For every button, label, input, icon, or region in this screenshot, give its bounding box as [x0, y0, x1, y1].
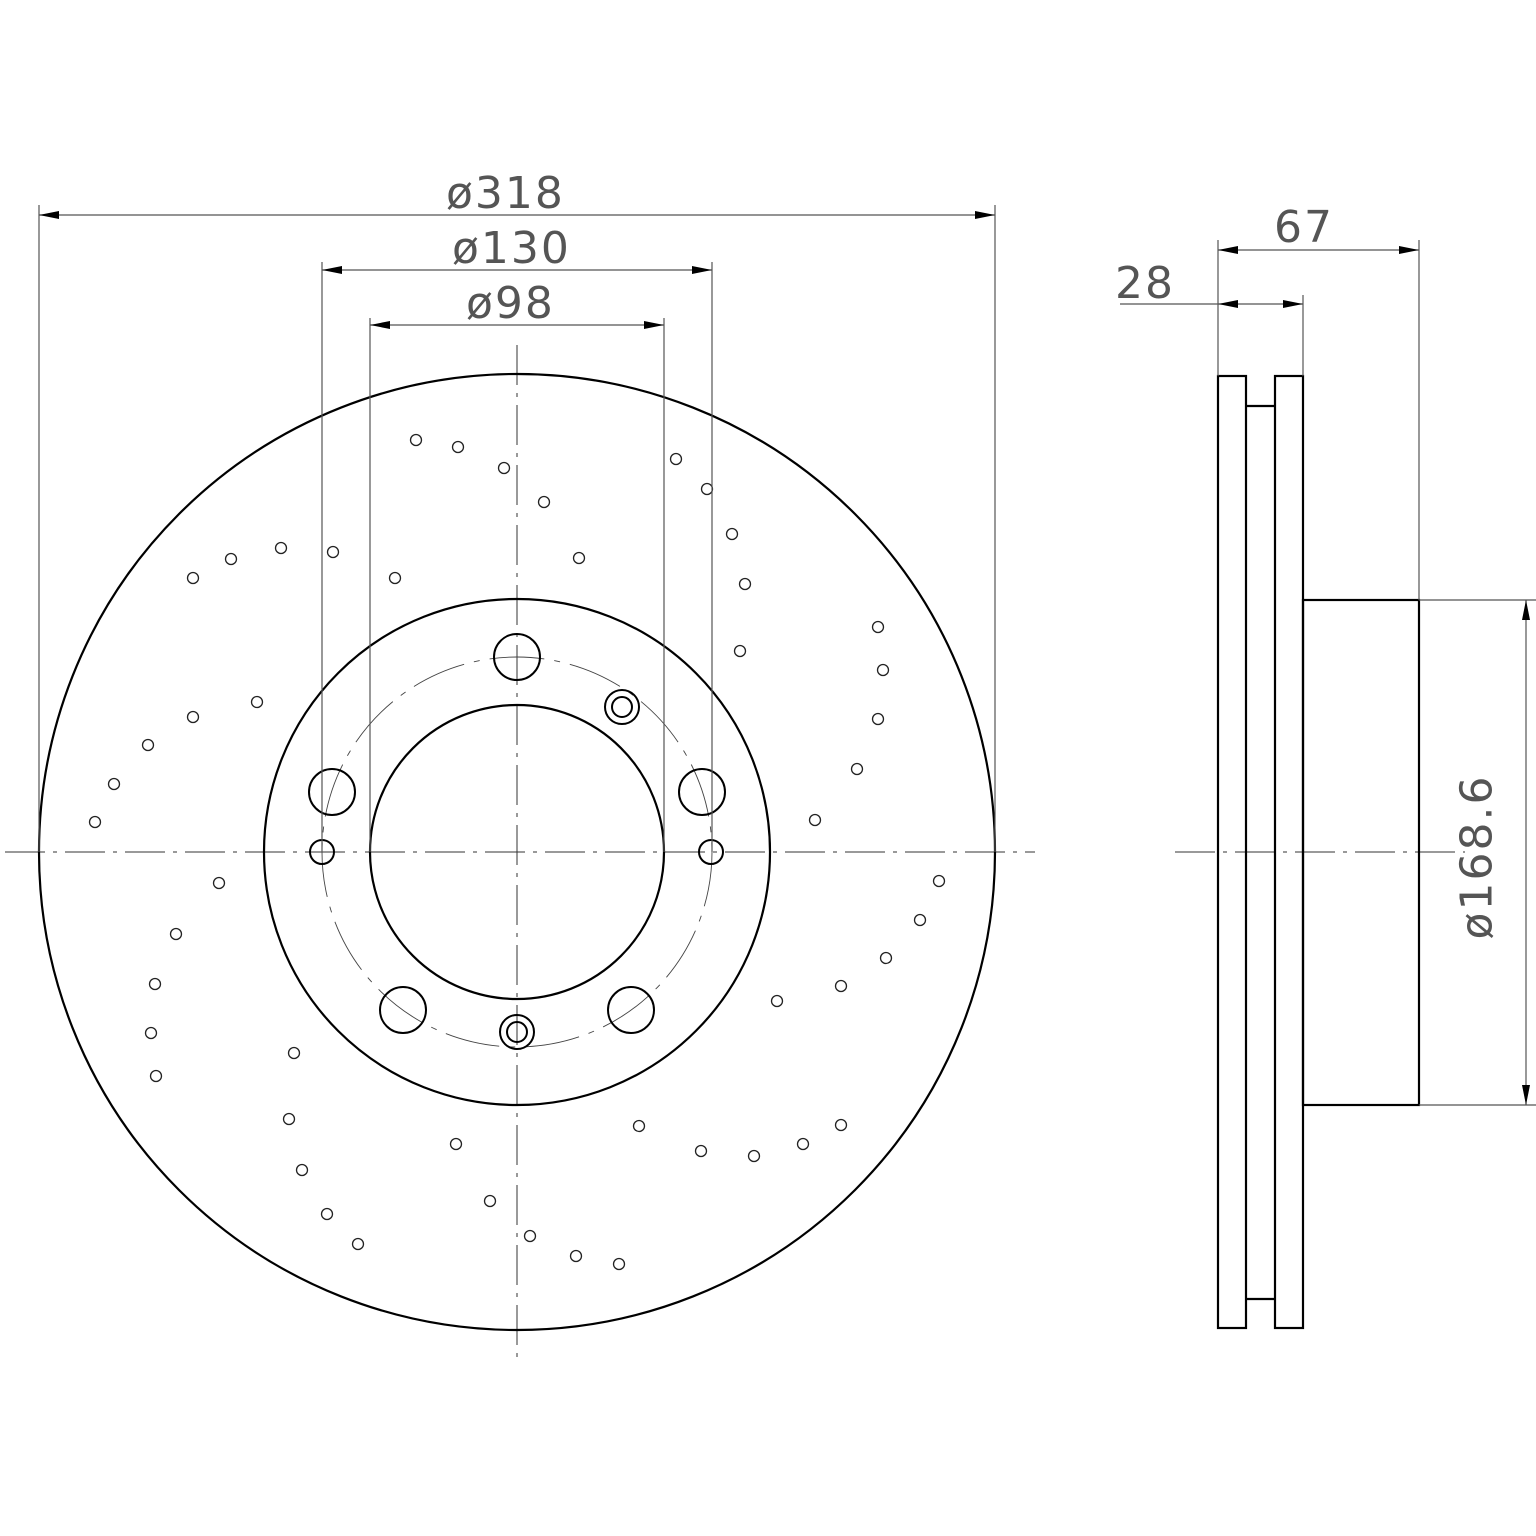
- threaded-holes: [499, 689, 640, 1050]
- dimension-lines: [39, 211, 995, 329]
- dim-label-outer-diameter: ø318: [446, 168, 565, 219]
- threaded-hole-inner: [611, 696, 633, 718]
- threaded-hole-outer: [499, 1014, 535, 1050]
- bolt-hole: [379, 986, 427, 1034]
- extension-lines: [38, 205, 996, 852]
- bolt-holes: [308, 633, 726, 1034]
- hub-edge: [262, 597, 772, 1107]
- dim-label-center-bore: ø98: [466, 278, 555, 329]
- locator-hole: [698, 839, 724, 865]
- bolt-hole: [493, 633, 541, 681]
- dim-label-total-height: 67: [1274, 202, 1334, 253]
- bolt-hole: [308, 768, 356, 816]
- dim-label-disc-thickness: 28: [1115, 258, 1175, 309]
- dim-label-hub-diameter: ø168.6: [1451, 774, 1503, 940]
- disc-plate-outer: [1216, 374, 1248, 1330]
- bolt-hole: [678, 768, 726, 816]
- dim-label-bolt-circle: ø130: [452, 223, 571, 274]
- threaded-hole-inner: [506, 1021, 528, 1043]
- side-view: [1120, 240, 1536, 1330]
- drill-holes: [88, 433, 946, 1271]
- bolt-hole: [607, 986, 655, 1034]
- hub-hat: [1301, 598, 1421, 1107]
- front-view: [5, 205, 1035, 1362]
- threaded-hole-outer: [604, 689, 640, 725]
